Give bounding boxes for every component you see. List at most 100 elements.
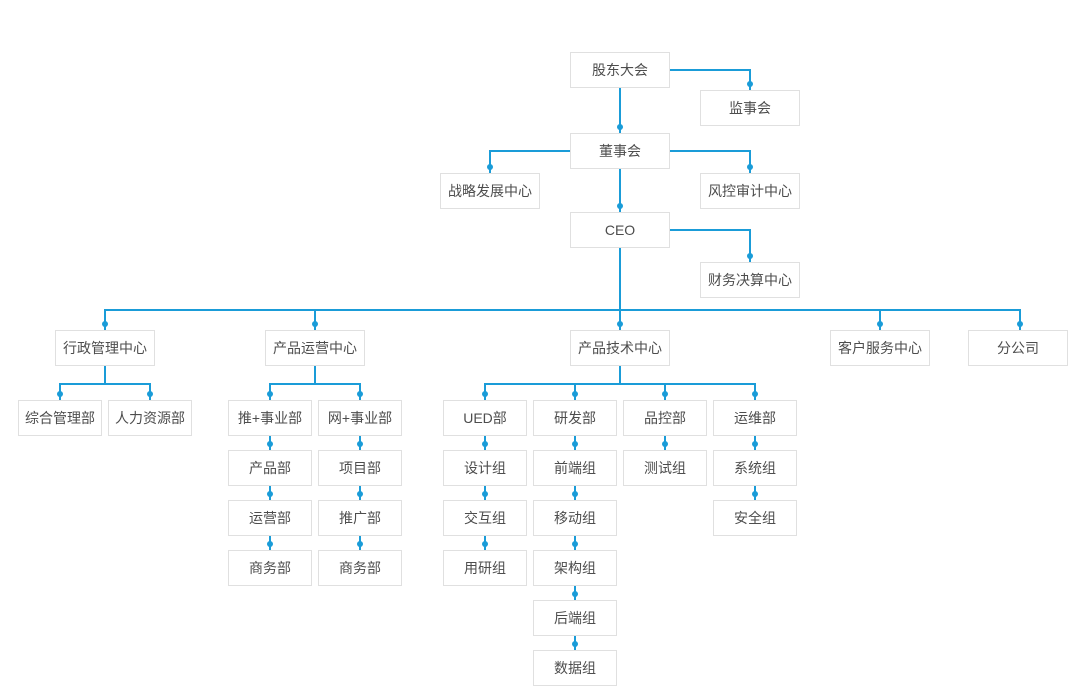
connector-dot	[57, 391, 63, 397]
connector-dot	[357, 491, 363, 497]
node-label: 用研组	[464, 560, 506, 576]
node-label: 人力资源部	[115, 410, 185, 426]
connector-line	[670, 229, 751, 231]
connector-dot	[267, 491, 273, 497]
node-project-dept: 项目部	[318, 450, 402, 486]
node-label: 研发部	[554, 410, 596, 426]
node-label: 战略发展中心	[448, 183, 532, 199]
node-label: 项目部	[339, 460, 381, 476]
node-shareholders-meeting: 股东大会	[570, 52, 670, 88]
node-label: 前端组	[554, 460, 596, 476]
connector-dot	[572, 591, 578, 597]
node-customer-service-center: 客户服务中心	[830, 330, 930, 366]
connector-line	[619, 365, 621, 385]
connector-line	[670, 69, 751, 71]
node-general-management-dept: 综合管理部	[18, 400, 102, 436]
connector-dot	[267, 441, 273, 447]
node-label: 网+事业部	[327, 410, 393, 426]
node-label: 商务部	[249, 560, 291, 576]
node-rd-dept: 研发部	[533, 400, 617, 436]
connector-dot	[747, 81, 753, 87]
connector-dot	[312, 321, 318, 327]
node-operation-dept: 运营部	[228, 500, 312, 536]
connector-dot	[1017, 321, 1023, 327]
connector-dot	[662, 441, 668, 447]
node-label: 数据组	[554, 660, 596, 676]
connector-dot	[357, 441, 363, 447]
node-hr-dept: 人力资源部	[108, 400, 192, 436]
connector-dot	[747, 253, 753, 259]
node-business-dept-1: 商务部	[228, 550, 312, 586]
node-strategy-center: 战略发展中心	[440, 173, 540, 209]
node-label: 行政管理中心	[63, 340, 147, 356]
connector-dot	[482, 441, 488, 447]
connector-line	[749, 69, 751, 91]
node-label: 董事会	[599, 143, 641, 159]
connector-line	[489, 150, 570, 152]
node-board-of-directors: 董事会	[570, 133, 670, 169]
connector-line	[269, 383, 361, 385]
node-label: 监事会	[729, 100, 771, 116]
connector-dot	[482, 541, 488, 547]
node-label: 推广部	[339, 510, 381, 526]
node-security-team: 安全组	[713, 500, 797, 536]
connector-line	[104, 309, 106, 331]
node-branch-company: 分公司	[968, 330, 1068, 366]
node-promotion-dept: 推广部	[318, 500, 402, 536]
node-backend-team: 后端组	[533, 600, 617, 636]
connector-dot	[147, 391, 153, 397]
node-label: 品控部	[644, 410, 686, 426]
node-label: 客户服务中心	[838, 340, 922, 356]
connector-dot	[102, 321, 108, 327]
node-label: 推+事业部	[237, 410, 303, 426]
node-label: 产品运营中心	[273, 340, 357, 356]
node-supervisory-board: 监事会	[700, 90, 800, 126]
node-system-team: 系统组	[713, 450, 797, 486]
connector-dot	[487, 164, 493, 170]
node-mobile-team: 移动组	[533, 500, 617, 536]
node-label: 综合管理部	[25, 410, 95, 426]
node-frontend-team: 前端组	[533, 450, 617, 486]
connector-line	[1019, 309, 1021, 331]
connector-dot	[357, 541, 363, 547]
node-label: 设计组	[464, 460, 506, 476]
node-testing-team: 测试组	[623, 450, 707, 486]
node-wang-business-division: 网+事业部	[318, 400, 402, 436]
connector-dot	[572, 391, 578, 397]
connector-line	[484, 383, 756, 385]
connector-dot	[357, 391, 363, 397]
node-qc-dept: 品控部	[623, 400, 707, 436]
connector-line	[619, 87, 621, 134]
connector-line	[619, 247, 621, 331]
node-label: 移动组	[554, 510, 596, 526]
connector-line	[314, 309, 316, 331]
connector-dot	[752, 491, 758, 497]
connector-line	[749, 150, 751, 174]
connector-dot	[572, 641, 578, 647]
node-finance-center: 财务决算中心	[700, 262, 800, 298]
connector-dot	[572, 541, 578, 547]
connector-dot	[617, 321, 623, 327]
connector-dot	[877, 321, 883, 327]
node-ops-dept: 运维部	[713, 400, 797, 436]
node-risk-audit-center: 风控审计中心	[700, 173, 800, 209]
node-label: 风控审计中心	[708, 183, 792, 199]
node-architecture-team: 架构组	[533, 550, 617, 586]
node-data-team: 数据组	[533, 650, 617, 686]
connector-line	[670, 150, 751, 152]
connector-dot	[662, 391, 668, 397]
connector-dot	[572, 491, 578, 497]
connector-line	[314, 365, 316, 385]
node-label: 股东大会	[592, 62, 648, 78]
connector-dot	[752, 391, 758, 397]
node-product-dept: 产品部	[228, 450, 312, 486]
node-product-operation-center: 产品运营中心	[265, 330, 365, 366]
node-label: 产品技术中心	[578, 340, 662, 356]
node-label: 测试组	[644, 460, 686, 476]
connector-dot	[617, 124, 623, 130]
node-ceo: CEO	[570, 212, 670, 248]
connector-dot	[752, 441, 758, 447]
node-label: UED部	[463, 410, 507, 426]
node-label: 运维部	[734, 410, 776, 426]
connector-line	[104, 309, 1021, 311]
